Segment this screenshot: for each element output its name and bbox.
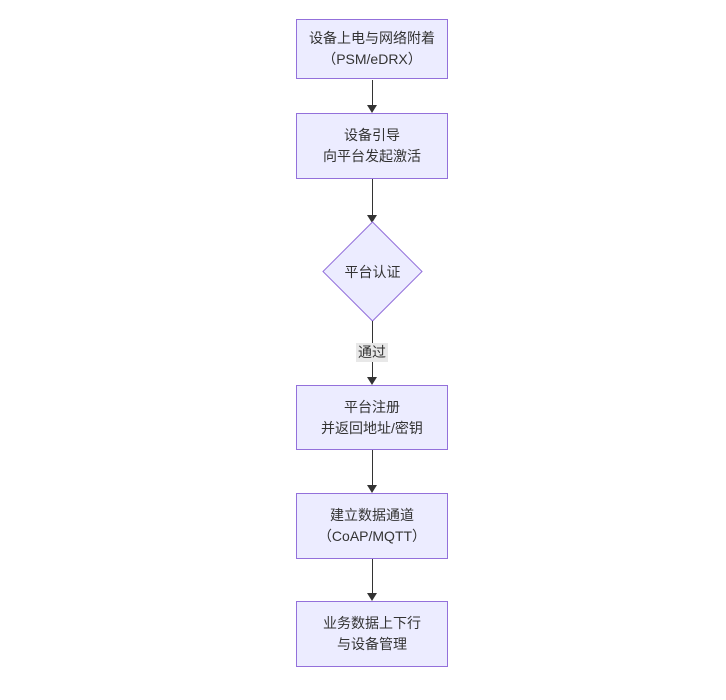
edge-d-e-arrowhead-icon [367,485,377,493]
node-platform-register: 平台注册 并返回地址/密钥 [296,385,448,450]
edge-e-f-line [372,559,373,593]
edge-a-b-arrowhead-icon [367,105,377,113]
edge-c-d-label: 通过 [356,343,388,362]
node-data-channel: 建立数据通道 （CoAP/MQTT） [296,493,448,559]
node-bootstrap-activate-label: 设备引导 向平台发起激活 [323,127,421,164]
node-platform-register-label: 平台注册 并返回地址/密钥 [321,398,423,436]
node-power-on-attach: 设备上电与网络附着 （PSM/eDRX） [296,19,448,79]
edge-d-e-line [372,450,373,485]
edge-e-f-arrowhead-icon [367,593,377,601]
edge-c-d-arrowhead-icon [367,377,377,385]
node-data-channel-label: 建立数据通道 （CoAP/MQTT） [317,507,427,544]
edge-b-c-arrowhead-icon [367,215,377,223]
node-platform-auth-label: 平台认证 [344,263,401,280]
edge-b-c-line [372,179,373,215]
edge-a-b-line [372,80,373,105]
node-business-data-mgmt-label: 业务数据上下行 与设备管理 [323,615,421,652]
node-business-data-mgmt: 业务数据上下行 与设备管理 [296,601,448,667]
node-power-on-attach-label: 设备上电与网络附着 （PSM/eDRX） [309,30,435,67]
node-bootstrap-activate: 设备引导 向平台发起激活 [296,113,448,179]
